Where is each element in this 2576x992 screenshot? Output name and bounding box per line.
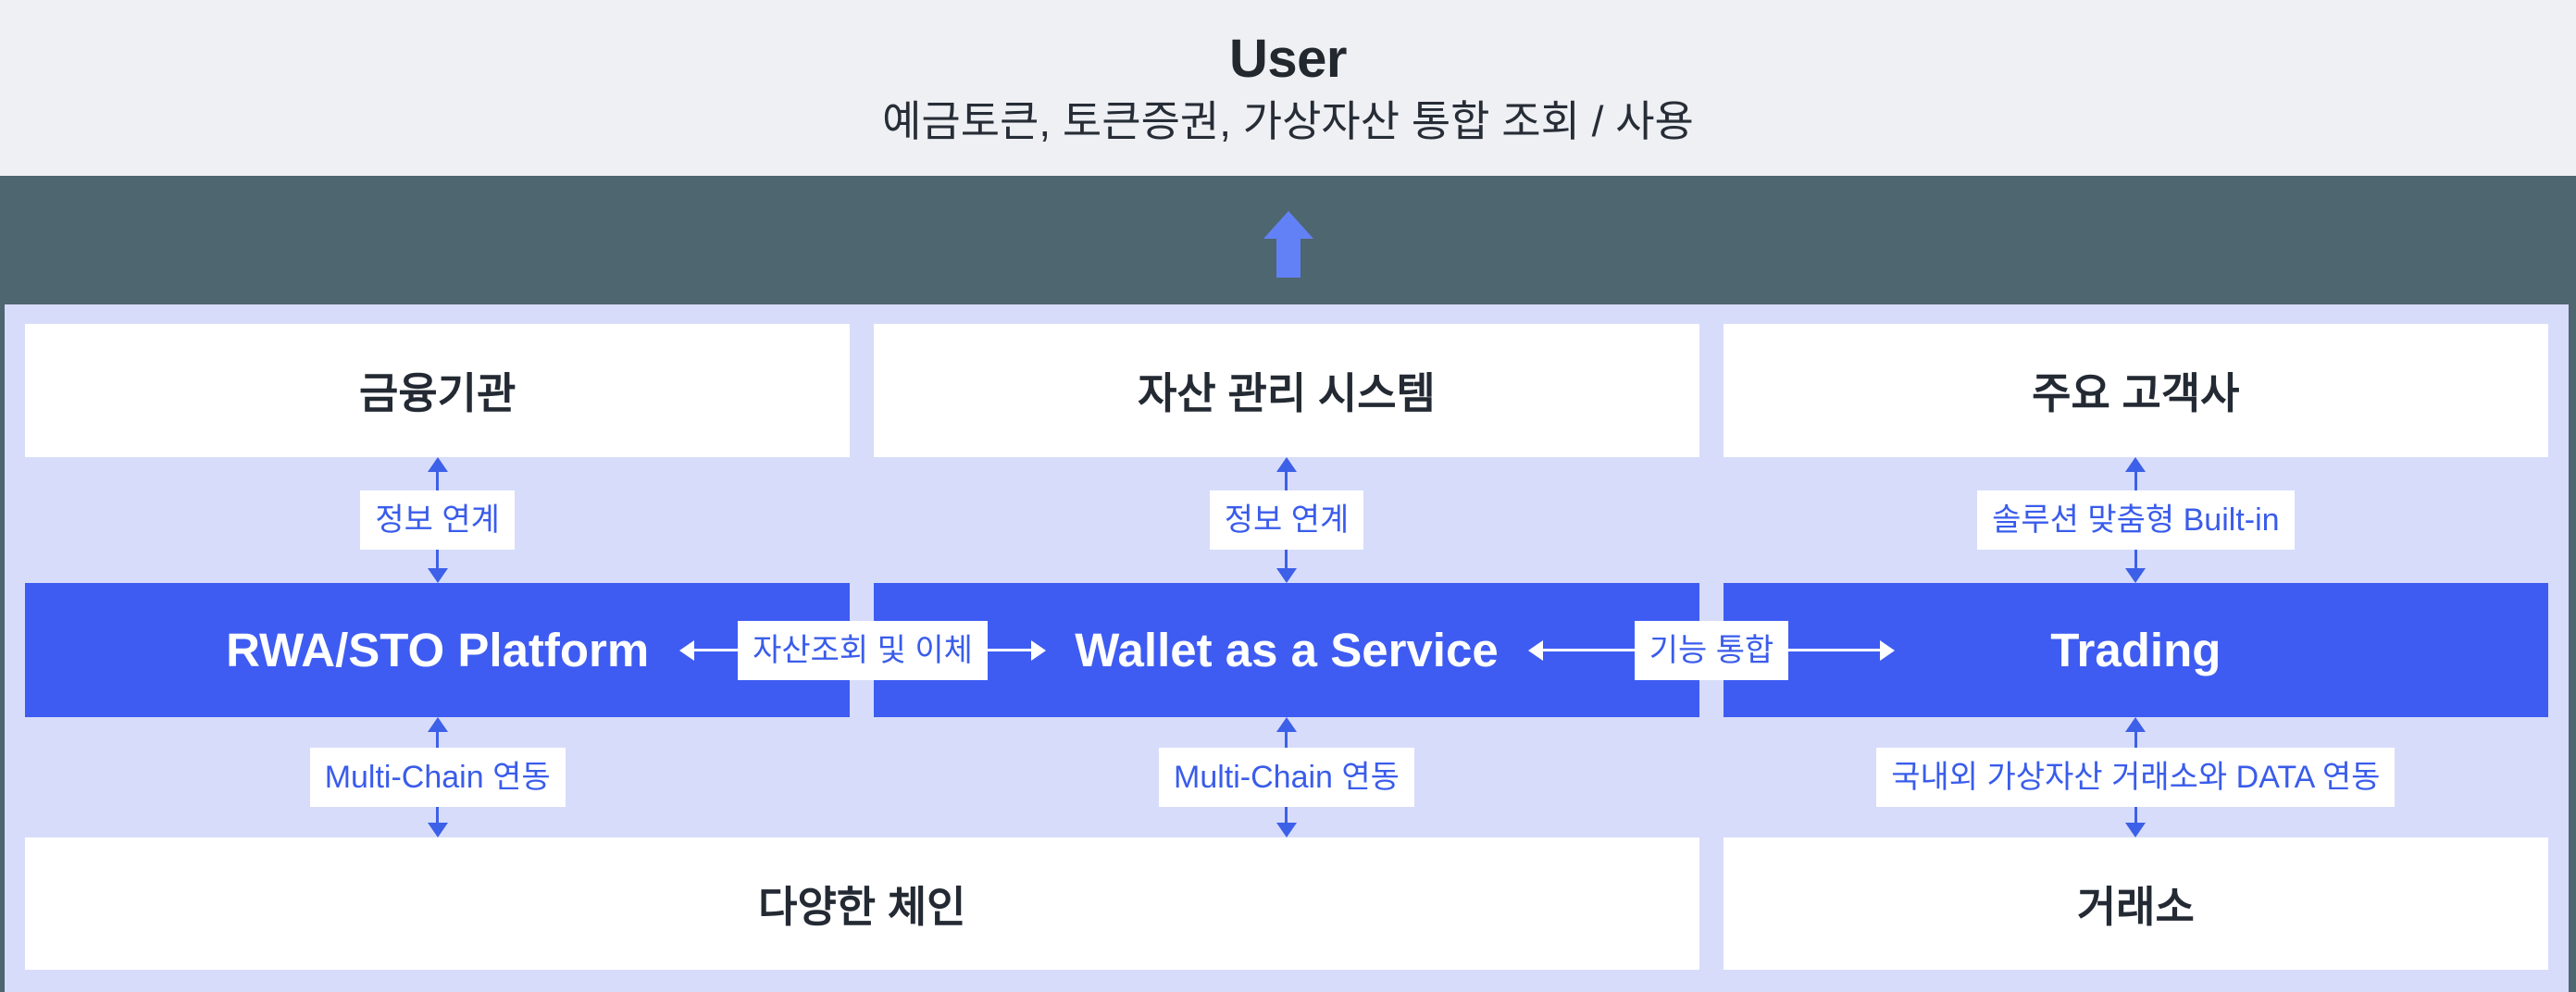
box-trading: Trading xyxy=(1723,583,2548,717)
connector-multichain-1: Multi-Chain 연동 xyxy=(25,717,850,837)
arrow-down-icon xyxy=(1276,568,1297,583)
up-arrow-stem xyxy=(1276,239,1300,278)
architecture-panel: 금융기관 자산 관리 시스템 주요 고객사 정보 연계 정보 연계 솔루션 맞춤… xyxy=(5,304,2569,992)
arrow-down-icon xyxy=(1276,823,1297,837)
connector-label: 자산조회 및 이체 xyxy=(738,620,988,680)
connector-asset-query-transfer: 자산조회 및 이체 xyxy=(691,583,1035,717)
connector-label: Multi-Chain 연동 xyxy=(1159,748,1414,807)
arrow-up-icon xyxy=(2125,717,2147,732)
connector-label: 솔루션 맞춤형 Built-in xyxy=(1977,490,2295,550)
box-exchange: 거래소 xyxy=(1723,837,2548,970)
arrow-down-icon xyxy=(427,823,448,837)
box-financial-institution: 금융기관 xyxy=(25,324,851,457)
connector-label: Multi-Chain 연동 xyxy=(309,748,566,807)
box-key-clients: 주요 고객사 xyxy=(1723,324,2548,457)
connector-multichain-2: Multi-Chain 연동 xyxy=(874,717,1699,837)
arrow-left-icon xyxy=(691,649,739,651)
connector-label: 기능 통합 xyxy=(1634,620,1789,680)
flow-band xyxy=(0,176,2576,304)
arrow-up-icon xyxy=(427,717,448,732)
user-subtitle: 예금토큰, 토큰증권, 가상자산 통합 조회 / 사용 xyxy=(882,96,1694,145)
user-section: User 예금토큰, 토큰증권, 가상자산 통합 조회 / 사용 xyxy=(0,0,2576,176)
box-various-chains: 다양한 체인 xyxy=(25,837,1699,970)
up-arrow-head xyxy=(1263,211,1313,239)
arrow-up-icon xyxy=(1276,457,1297,472)
box-asset-management-system: 자산 관리 시스템 xyxy=(874,324,1699,457)
connector-info-link-1: 정보 연계 xyxy=(25,457,850,583)
arrow-left-icon xyxy=(1540,649,1635,651)
connector-exchange-data-link: 국내외 가상자산 거래소와 DATA 연동 xyxy=(1724,717,2548,837)
arrow-up-icon xyxy=(2125,457,2147,472)
connector-info-link-2: 정보 연계 xyxy=(874,457,1699,583)
connector-label: 정보 연계 xyxy=(1209,490,1364,550)
arrow-down-icon xyxy=(2125,823,2147,837)
arrow-up-icon xyxy=(1276,717,1297,732)
arrow-right-icon xyxy=(1788,649,1884,651)
connector-label: 정보 연계 xyxy=(360,490,515,550)
arrow-up-icon xyxy=(427,457,448,472)
up-arrow-icon xyxy=(1263,211,1313,278)
arrow-down-icon xyxy=(2125,568,2147,583)
connector-label: 국내외 가상자산 거래소와 DATA 연동 xyxy=(1876,748,2396,807)
arrow-down-icon xyxy=(427,568,448,583)
arrow-right-icon xyxy=(987,649,1035,651)
connector-function-integration: 기능 통합 xyxy=(1540,583,1884,717)
connector-solution-builtin: 솔루션 맞춤형 Built-in xyxy=(1724,457,2548,583)
user-title: User xyxy=(1229,28,1347,89)
